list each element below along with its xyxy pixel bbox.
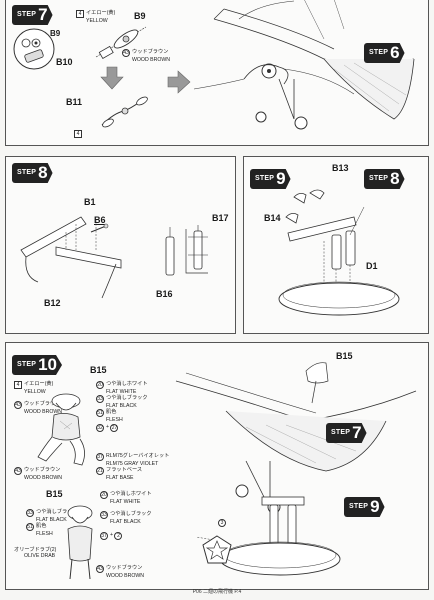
b15-top-label: B15 xyxy=(90,365,107,375)
b15-mid-label: B15 xyxy=(46,489,63,499)
b13-label: B13 xyxy=(332,163,349,173)
b9-label: B9 xyxy=(134,11,146,21)
b1-label: B1 xyxy=(84,197,96,207)
d1-label: D1 xyxy=(366,261,378,271)
pilot-figure-standing-drawing xyxy=(67,505,93,580)
b15-plane-label: B15 xyxy=(336,351,353,361)
b17-label: B17 xyxy=(212,213,229,223)
landing-gear-parts-drawing xyxy=(20,216,122,299)
b12-label: B12 xyxy=(44,298,61,308)
airplane-front-view xyxy=(193,0,415,130)
down-arrow xyxy=(100,66,124,90)
b9-label-small: B9 xyxy=(50,29,61,38)
b16-b17-parts-drawing xyxy=(165,225,208,276)
propeller-assembled-drawing xyxy=(101,96,148,128)
right-arrow xyxy=(167,70,191,94)
b9-detail-circle xyxy=(13,28,55,70)
b16-label: B16 xyxy=(156,289,173,299)
stand-assembly-drawing xyxy=(278,189,400,316)
b6-label: B6 xyxy=(94,215,106,225)
pilot-figure-seated-drawing xyxy=(37,393,85,466)
circle-3-marker: 3 xyxy=(218,519,228,527)
decal-star-icon xyxy=(202,535,232,564)
b11-label: B11 xyxy=(66,97,83,107)
olive-drab-callout: オリーブドラブ(2) OLIVE DRAB xyxy=(14,547,57,560)
propeller-exploded-drawing xyxy=(95,26,147,60)
b14-label: B14 xyxy=(264,213,281,223)
page-footer: P06 二翅の飛行機 P.4 xyxy=(192,589,242,595)
small-code-box: 4 xyxy=(74,130,84,138)
b10-label: B10 xyxy=(56,57,73,67)
